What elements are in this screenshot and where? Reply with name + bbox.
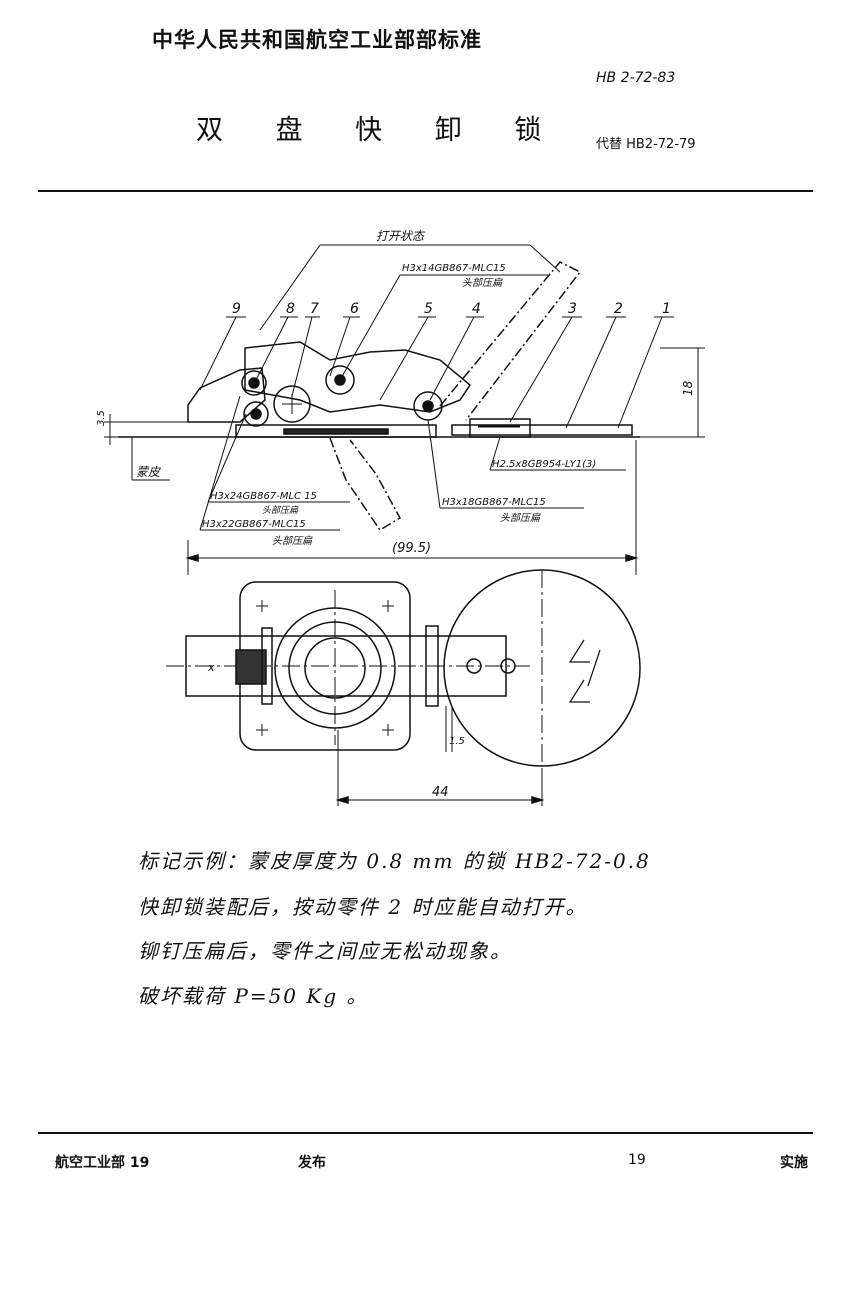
dim-overall-label: (99.5) — [392, 541, 431, 556]
footer-divider — [38, 1132, 813, 1134]
footer-issue: 发布 — [298, 1155, 326, 1171]
technical-drawing: 打开状态 H3x14GB867-MLC15 头部压扁 9 8 7 6 5 4 3… — [96, 229, 705, 806]
part-number-4: 4 — [472, 301, 481, 317]
button-hole — [500, 658, 516, 674]
rivet-left-2-label: H3x22GB867-MLC15 — [202, 519, 306, 530]
pivot-circle — [241, 370, 267, 396]
disc-marking — [568, 639, 601, 703]
rivet-right-label: H2.5x8GB954-LY1(3) — [492, 459, 596, 470]
part-number-8: 8 — [286, 301, 295, 317]
base-insert — [283, 428, 389, 435]
skin-label: 蒙皮 — [136, 465, 162, 479]
standard-number: HB 2-72-83 — [596, 70, 676, 86]
rivet-left-1-label: H3x24GB867-MLC 15 — [210, 491, 317, 502]
part-number-7: 7 — [310, 301, 319, 317]
part-number-3: 3 — [568, 301, 577, 317]
rivet-strip — [261, 627, 273, 705]
dim-18-label: 18 — [681, 380, 695, 396]
document-title: 双 盘 快 卸 锁 — [196, 115, 564, 146]
pivot-circle — [325, 365, 355, 395]
header-divider — [38, 190, 813, 192]
footer-implement: 实施 — [780, 1155, 808, 1171]
pivot-circle — [243, 401, 269, 427]
footer-date: 19 — [628, 1152, 646, 1168]
spring-clip — [235, 649, 267, 685]
part-number-1: 1 — [662, 301, 671, 317]
rivet-left-2-note: 头部压扁 — [272, 535, 313, 547]
note-line-4: 破坏载荷 P=50 Kg 。 — [138, 984, 369, 1008]
note-line-2: 快卸锁装配后，按动零件 2 时应能自动打开。 — [138, 895, 588, 919]
dim-35-label: 3.5 — [96, 410, 107, 426]
state-label: 打开状态 — [376, 229, 426, 243]
part-number-9: 9 — [232, 301, 241, 317]
footer-issuer: 航空工业部 19 — [55, 1155, 150, 1171]
rivet-strip — [425, 625, 439, 707]
spring-circle — [273, 385, 311, 423]
rivet-left-1-note: 头部压扁 — [262, 505, 299, 516]
part-number-2: 2 — [614, 301, 623, 317]
open-state-hook — [329, 437, 402, 532]
button-plate — [451, 424, 633, 436]
organization-title: 中华人民共和国航空工业部部标准 — [152, 28, 482, 52]
section-mark: x — [207, 661, 215, 674]
rivet-mid-label: H3x18GB867-MLC15 — [442, 497, 546, 508]
base-plate — [235, 424, 437, 438]
part-number-6: 6 — [350, 301, 359, 317]
lever-plan — [185, 635, 507, 697]
part-number-5: 5 — [424, 301, 433, 317]
note-line-3: 铆钉压扁后，零件之间应无松动现象。 — [138, 939, 512, 963]
dim-15-label: 1.5 — [449, 736, 465, 747]
rivet-mid-note: 头部压扁 — [500, 512, 541, 524]
dim-44-label: 44 — [432, 785, 449, 800]
rivet-top-label: H3x14GB867-MLC15 — [402, 263, 506, 274]
button-hole — [466, 658, 482, 674]
replaces-note: 代替 HB2-72-79 — [596, 137, 696, 152]
rivet-top-note: 头部压扁 — [462, 277, 503, 289]
lever-body — [244, 341, 471, 413]
note-line-1: 标记示例：蒙皮厚度为 0.8 mm 的锁 HB2-72-0.8 — [138, 849, 651, 873]
open-state-arm — [439, 261, 582, 421]
